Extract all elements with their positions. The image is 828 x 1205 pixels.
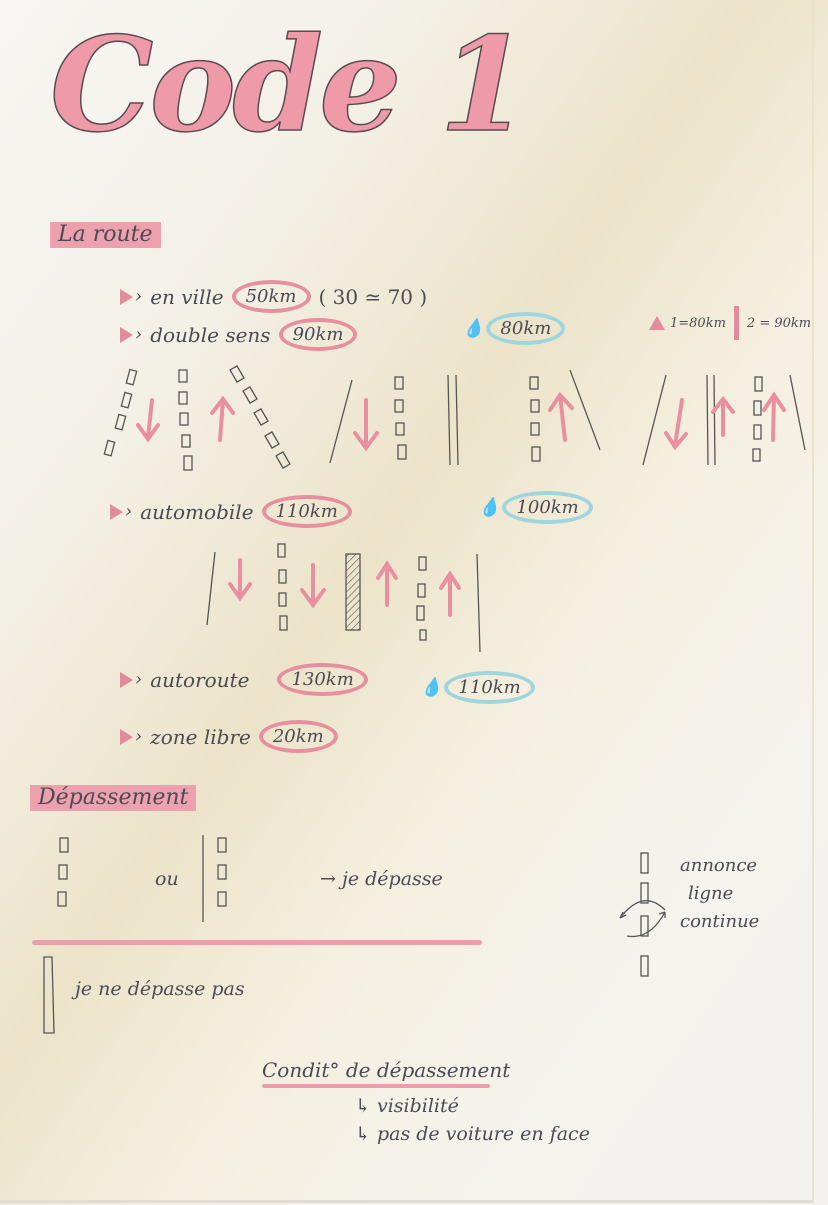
speed-limit: 130km <box>277 663 368 696</box>
rain-speed-automobile: 💧100km <box>478 491 593 524</box>
speed-limit: 20km <box>258 720 338 753</box>
route-item-double-sens: › double sens 90km <box>120 318 358 351</box>
item-label: double sens <box>150 322 271 347</box>
divider-bar <box>733 306 739 340</box>
chevron-icon: › <box>125 501 133 522</box>
heading-la-route: La route <box>50 222 161 248</box>
road-diagrams-two-way <box>103 365 806 471</box>
speed-range-note: ( 30 ≃ 70 ) <box>318 284 428 309</box>
road-diagram-dual-carriageway <box>206 543 481 653</box>
conditions-underline <box>262 1084 490 1088</box>
rain-speed-limit: 100km <box>502 491 593 524</box>
item-label: autoroute <box>150 667 250 692</box>
solid-line-icon <box>43 956 55 1034</box>
announce-line-diagram <box>619 852 666 977</box>
bullet-triangle-icon <box>120 326 133 343</box>
no-overtake-label: je ne dépasse pas <box>75 978 245 1000</box>
condition-item: ↳ visibilité <box>355 1095 459 1117</box>
dashed-line-diagram <box>57 835 227 922</box>
conditions-list: ↳ visibilité ↳ pas de voiture en face <box>355 1092 590 1148</box>
line-word: ligne <box>688 883 734 904</box>
or-label: ou <box>155 868 179 890</box>
heading-depassement: Dépassement <box>30 785 197 811</box>
bullet-triangle-icon <box>120 728 133 745</box>
speed-limit: 90km <box>278 318 358 351</box>
speed-limit: 110km <box>261 495 352 528</box>
rain-speed-autoroute: 💧110km <box>420 671 535 704</box>
speed-limit: 50km <box>231 280 311 313</box>
route-item-en-ville: › en ville 50km ( 30 ≃ 70 ) <box>120 280 427 313</box>
raindrop-icon: 💧 <box>478 497 501 518</box>
rain-speed-limit: 80km <box>486 312 566 345</box>
chevron-icon: › <box>135 726 143 747</box>
rain-speed-double-sens: 💧80km <box>462 312 566 345</box>
chevron-icon: › <box>135 324 143 345</box>
condition-item: ↳ pas de voiture en face <box>355 1123 590 1145</box>
route-item-autoroute: › autoroute 130km <box>120 663 368 696</box>
item-label: zone libre <box>150 724 251 749</box>
bullet-triangle-icon <box>120 671 133 688</box>
rain-speed-limit: 110km <box>444 671 535 704</box>
raindrop-icon: 💧 <box>462 318 485 339</box>
continuous-word: continue <box>680 911 760 932</box>
route-item-zone-libre: › zone libre 20km <box>120 720 338 753</box>
conditions-title: Condit° de dépassement <box>262 1058 511 1082</box>
chevron-icon: › <box>135 669 143 690</box>
route-item-automobile: › automobile 110km <box>110 495 352 528</box>
bullet-triangle-icon <box>110 503 123 520</box>
overtake-allowed-label: → je dépasse <box>320 868 443 890</box>
bullet-triangle-icon <box>120 288 133 305</box>
announce-label: annonce ligne continue <box>680 852 759 936</box>
lane-2-speed: 2 = 90km <box>746 315 812 331</box>
warning-triangle-icon <box>649 316 665 330</box>
announce-word: annonce <box>680 855 758 876</box>
lane-speed-note: 1=80km 2 = 90km <box>648 306 811 340</box>
raindrop-icon: 💧 <box>420 677 443 698</box>
item-label: en ville <box>150 284 224 309</box>
chevron-icon: › <box>135 286 143 307</box>
page-title: Code 1 <box>49 8 530 161</box>
item-label: automobile <box>140 499 254 524</box>
divider-rule <box>32 940 482 945</box>
lane-1-speed: 1=80km <box>670 315 726 331</box>
